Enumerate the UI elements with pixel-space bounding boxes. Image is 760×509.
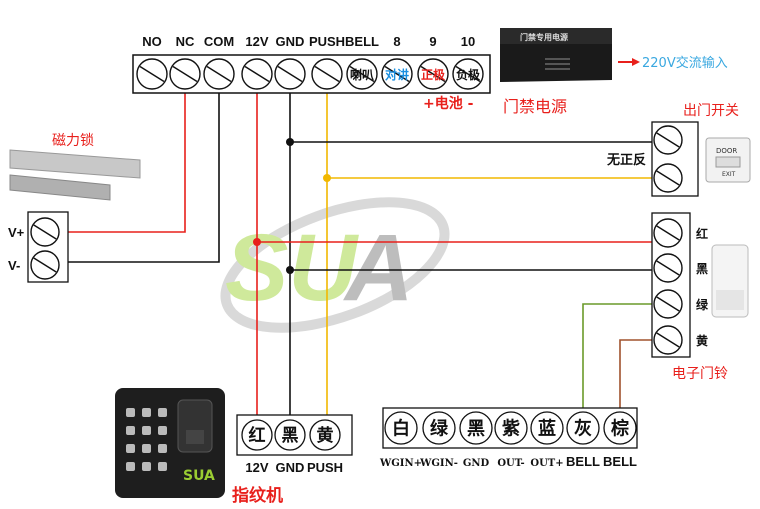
ac-input-label: 220V交流输入: [642, 55, 728, 71]
power-supply-label: 门禁电源: [503, 97, 567, 116]
fp-terminal-0-label: 红: [249, 425, 266, 446]
doorbell-label: 电子门铃: [672, 366, 728, 382]
fp-terminal-1: [274, 419, 306, 451]
reader-terminal-3-label: 紫: [502, 417, 520, 439]
reader-pin-label: OUT+: [530, 458, 563, 469]
terminal-label: BELL: [345, 34, 379, 49]
wire-nc-lock-vplus: [60, 89, 186, 233]
reader-terminal-1-label: 绿: [430, 417, 449, 439]
keypad-key: [158, 462, 167, 471]
fp-terminal-1-label: 黑: [282, 426, 299, 446]
keypad-key: [142, 462, 151, 471]
reader-terminal-3: [494, 411, 528, 445]
svg-text:EXIT: EXIT: [722, 171, 736, 178]
terminal-label: 12V: [245, 34, 268, 49]
wires: [60, 89, 662, 422]
keypad-key: [158, 408, 167, 417]
svg-text:A: A: [343, 215, 414, 321]
keypad-key: [126, 408, 135, 417]
reader-terminal-4-label: 蓝: [538, 418, 556, 439]
terminal-inner-label: 对讲: [385, 67, 409, 82]
reader-pin-label: BELL: [603, 454, 637, 469]
reader-terminal-2: [459, 411, 493, 445]
keypad-key: [158, 426, 167, 435]
terminal-label: 8: [393, 34, 400, 49]
lock-label: 磁力锁: [52, 133, 94, 149]
lock-terminal-label: V-: [8, 258, 20, 273]
svg-text:DOOR: DOOR: [716, 147, 737, 155]
reader-terminal-5-label: 灰: [574, 417, 592, 439]
junction-dots: [253, 138, 331, 274]
reader-terminal-6-label: 棕: [611, 417, 629, 439]
reader-pin-label: OUT-: [497, 458, 524, 469]
reader-pin-label: WGIN+: [379, 458, 422, 469]
fp-terminal-0: [241, 419, 273, 451]
fp-pin-label: PUSH: [307, 460, 343, 475]
magnetic-lock-image: [9, 149, 141, 201]
exit-button-image: DOOR EXIT: [705, 137, 751, 183]
fp-terminal-2: [309, 419, 341, 451]
sua-watermark-logo: SU A: [220, 197, 450, 333]
terminal-label: GND: [276, 34, 305, 49]
reader-terminal-6: [603, 411, 637, 445]
doorbell-image: [711, 244, 749, 318]
terminal-label: PUSH: [309, 34, 345, 49]
power-supply-image: 门禁专用电源: [500, 28, 612, 82]
fp-pin-label: GND: [276, 460, 305, 475]
reader-terminal-2-label: 黑: [467, 418, 485, 439]
terminal-label: NO: [142, 34, 162, 49]
terminal-label: 9: [429, 34, 436, 49]
svg-text:SUA: SUA: [183, 468, 215, 484]
battery-label: +电池 -: [423, 95, 474, 112]
keypad-key: [158, 444, 167, 453]
fingerprint-label: 指纹机: [232, 485, 283, 506]
fp-terminal-2-label: 黄: [317, 425, 334, 446]
bell-terminal-label: 黑: [696, 262, 708, 276]
terminal-inner-label: 喇叭: [350, 67, 374, 82]
keypad-key: [126, 426, 135, 435]
fp-pin-label: 12V: [245, 460, 268, 475]
terminal-label: COM: [204, 34, 234, 49]
reader-pin-label: GND: [463, 458, 490, 469]
keypad-key: [126, 462, 135, 471]
reader-terminal-0: [384, 411, 418, 445]
keypad-key: [142, 408, 151, 417]
fingerprint-reader-image: SUA: [115, 388, 225, 498]
bell-terminal-label: 绿: [696, 297, 709, 312]
bell-terminal-label: 红: [696, 226, 708, 241]
keypad-key: [142, 444, 151, 453]
keypad-key: [142, 426, 151, 435]
terminal-inner-label: 正极: [421, 67, 446, 82]
bell-terminal-label: 黄: [696, 333, 708, 348]
lock-terminal-label: V+: [8, 225, 25, 240]
power-supply-box-text: 门禁专用电源: [520, 32, 568, 42]
reader-pin-label: WGIN-: [419, 458, 458, 469]
keypad-key: [126, 444, 135, 453]
wire-bell-green: [582, 303, 662, 415]
reader-terminal-4: [530, 411, 564, 445]
terminal-label: NC: [176, 34, 195, 49]
exit-button-label: 出门开关: [683, 103, 739, 119]
wire-com-lock-vminus: [60, 89, 220, 263]
reader-terminal-0-label: 白: [392, 417, 410, 439]
wire-bell-yellow: [619, 339, 662, 415]
reader-terminal-5: [566, 411, 600, 445]
reader-pin-label: BELL: [566, 454, 600, 469]
terminal-label: 10: [461, 34, 475, 49]
terminal-inner-label: 负极: [456, 67, 481, 82]
reader-terminal-1: [422, 411, 456, 445]
exit-no-polarity-note: 无正反: [606, 152, 646, 168]
